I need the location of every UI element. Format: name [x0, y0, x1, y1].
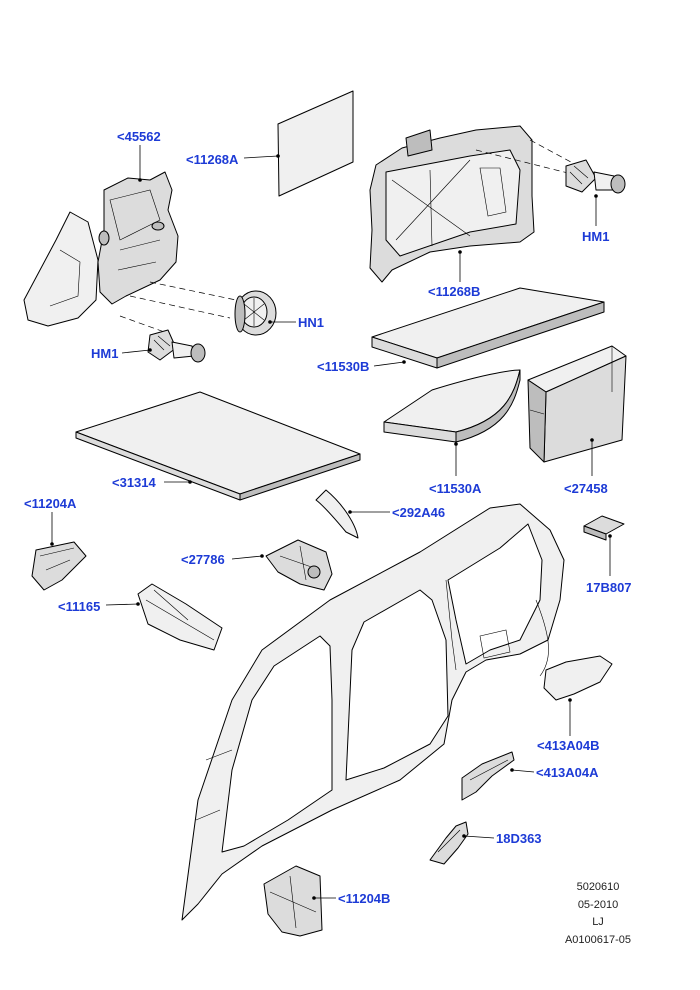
part-HM1-pin-left — [147, 329, 206, 363]
callout-18D363[interactable]: 18D363 — [496, 831, 542, 846]
callout-413A04A[interactable]: <413A04A — [536, 765, 599, 780]
callout-HM1-left[interactable]: HM1 — [91, 346, 118, 361]
part-31314-panel — [75, 391, 361, 501]
callout-27786[interactable]: <27786 — [181, 552, 225, 567]
callout-11530B[interactable]: <11530B — [317, 359, 369, 374]
part-27786-bracket — [265, 539, 333, 591]
part-45562-panel — [23, 171, 179, 327]
leader-lines — [50, 145, 612, 900]
callout-413A04B[interactable]: <413A04B — [537, 738, 600, 753]
part-413A04A-piece — [461, 751, 515, 801]
part-292A46-trim — [315, 489, 359, 539]
part-11530A-panel — [383, 369, 521, 443]
part-HN1-grommet — [234, 290, 277, 336]
callout-31314[interactable]: <31314 — [112, 475, 157, 490]
part-18D363-piece — [429, 821, 469, 865]
callout-27458[interactable]: <27458 — [564, 481, 608, 496]
footer-line-2: 05-2010 — [578, 899, 618, 911]
callout-292A46[interactable]: <292A46 — [392, 505, 445, 520]
footer-line-3: LJ — [592, 916, 604, 928]
part-11165-panel — [137, 583, 223, 651]
callout-17B807[interactable]: 17B807 — [586, 580, 632, 595]
callout-HM1-top[interactable]: HM1 — [582, 229, 609, 244]
part-11204A-bracket — [31, 541, 87, 591]
footer-line-4: A0100617-05 — [565, 934, 631, 946]
callout-45562[interactable]: <45562 — [117, 129, 161, 144]
part-17B807-pad — [583, 515, 625, 541]
part-27458-board — [527, 345, 627, 463]
part-HM1-pin-top — [565, 159, 626, 194]
callout-11204B[interactable]: <11204B — [338, 891, 390, 906]
callout-11530A[interactable]: <11530A — [429, 481, 482, 496]
callout-11268B[interactable]: <11268B — [428, 284, 480, 299]
part-11268B-trim — [369, 125, 535, 283]
part-413A04B-trim — [543, 655, 613, 701]
callout-HN1[interactable]: HN1 — [298, 315, 324, 330]
callout-11268A[interactable]: <11268A — [186, 152, 239, 167]
footer-line-1: 5020610 — [577, 881, 620, 893]
part-11530B-panel — [371, 287, 605, 369]
part-11204B-bracket — [263, 865, 323, 937]
callout-11204A[interactable]: <11204A — [24, 496, 77, 511]
part-body-side-panel — [181, 503, 565, 921]
callout-11165[interactable]: <11165 — [58, 599, 100, 614]
part-11268A-pad — [277, 90, 354, 197]
